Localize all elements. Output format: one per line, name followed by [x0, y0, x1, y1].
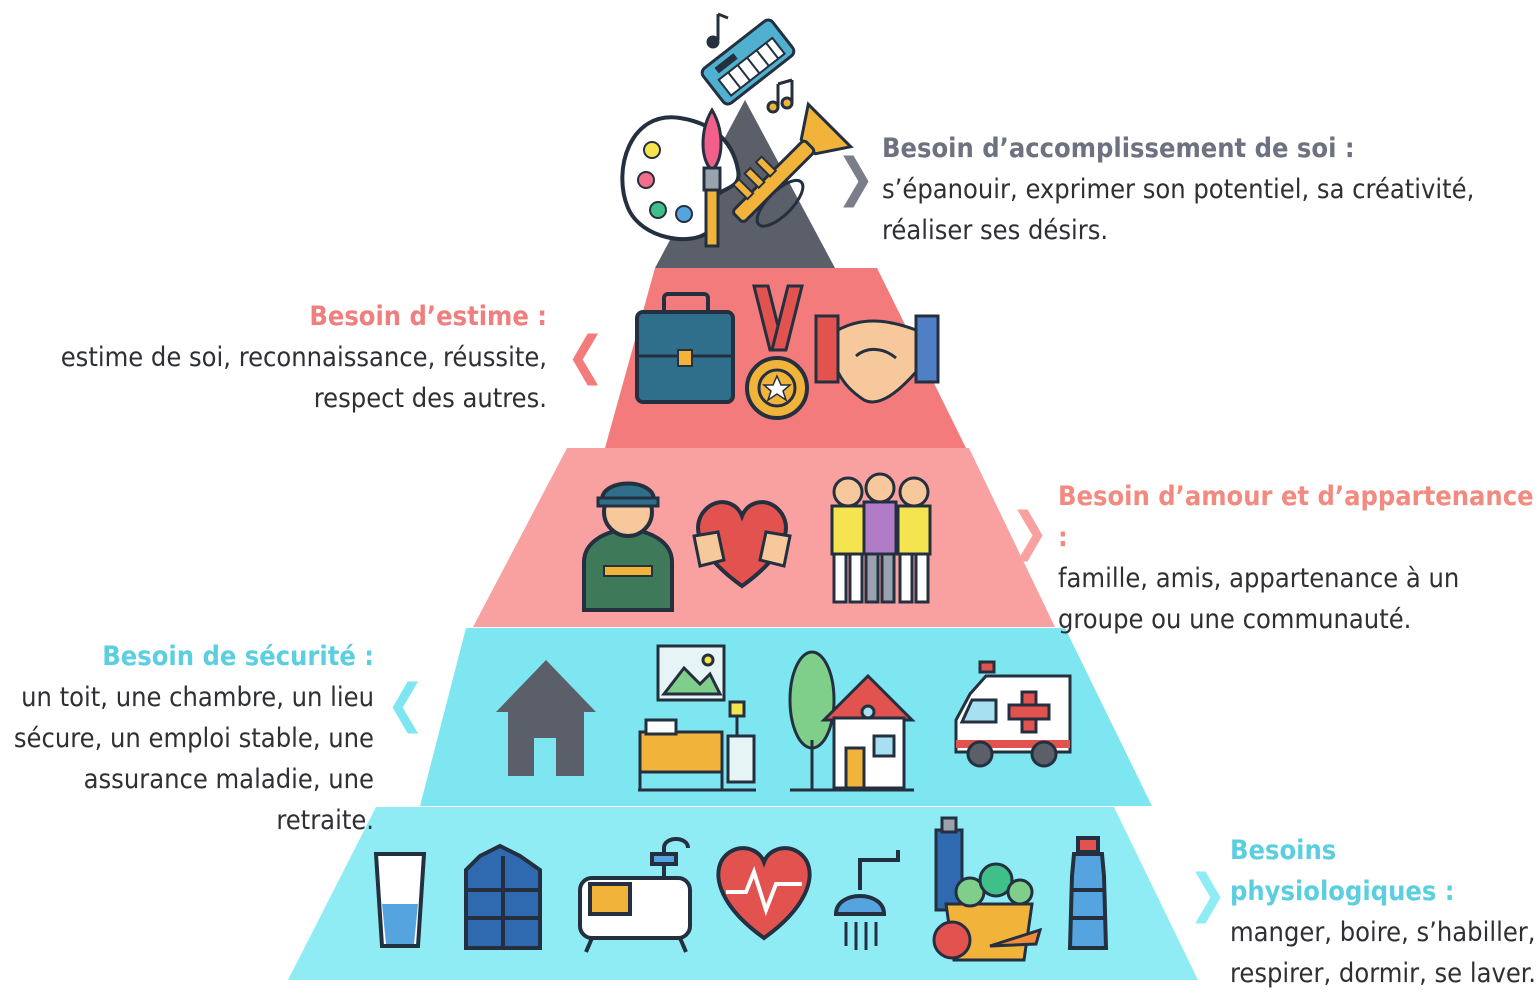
heartbeat-icon — [716, 846, 812, 941]
title-physio: Besoins physiologiques : — [1230, 835, 1455, 907]
bedroom-icon — [638, 644, 756, 792]
desc-line: s’épanouir, exprimer son potentiel, sa c… — [882, 174, 1475, 205]
chevron-left-icon: ❮ — [386, 674, 426, 734]
title-accomplissement: Besoin d’accomplissement de soi : — [882, 133, 1355, 164]
trumpet-icon — [731, 101, 854, 228]
label-amour: Besoin d’amour et d’appartenance : famil… — [1058, 476, 1537, 640]
ambulance-icon — [954, 660, 1072, 768]
chevron-right-icon: ❯ — [1188, 864, 1228, 924]
chevron-right-icon: ❯ — [836, 148, 876, 208]
desc-line: groupe ou une communauté. — [1058, 604, 1412, 635]
label-securite: Besoin de sécurité : un toit, une chambr… — [0, 636, 374, 841]
label-physio: Besoins physiologiques : manger, boire, … — [1230, 830, 1537, 994]
desc-line: sécure, un emploi stable, une — [13, 723, 374, 754]
label-estime: Besoin d’estime : estime de soi, reconna… — [61, 296, 547, 419]
handshake-icon — [814, 314, 940, 404]
desc-line: assurance maladie, une retraite. — [83, 764, 374, 836]
desc-line: respirer, dormir, se laver. — [1230, 958, 1537, 989]
groceries-icon — [932, 816, 1043, 962]
desc-line: réaliser ses désirs. — [882, 215, 1109, 246]
title-estime: Besoin d’estime : — [309, 301, 547, 332]
water-bottle-icon — [1067, 836, 1109, 950]
heart-hands-icon — [692, 500, 792, 589]
label-accomplissement: Besoin d’accomplissement de soi : s’épan… — [882, 128, 1474, 251]
home-tree-icon — [788, 650, 916, 792]
water-glass-icon — [373, 852, 427, 948]
desc-line: un toit, une chambre, un lieu — [21, 682, 374, 713]
bathtub-icon — [578, 837, 692, 953]
briefcase-icon — [635, 292, 735, 404]
medal-icon — [745, 284, 809, 420]
house-icon — [496, 660, 596, 776]
desc-line: famille, amis, appartenance à un — [1058, 563, 1460, 594]
chevron-left-icon: ❮ — [566, 326, 606, 386]
desc-line: manger, boire, s’habiller, — [1230, 917, 1536, 948]
jacket-icon — [464, 843, 542, 950]
music-note-icon — [706, 12, 729, 49]
desc-line: estime de soi, reconnaissance, réussite, — [60, 342, 547, 373]
chevron-right-icon: ❯ — [1010, 502, 1050, 562]
title-securite: Besoin de sécurité : — [102, 641, 374, 672]
paintbrush-icon — [701, 107, 723, 248]
desc-line: respect des autres. — [313, 383, 547, 414]
worker-icon — [582, 481, 674, 612]
family-icon — [830, 472, 932, 604]
keyboard-icon — [700, 18, 796, 106]
title-amour: Besoin d’amour et d’appartenance : — [1058, 481, 1534, 553]
music-note-icon — [766, 78, 794, 114]
shower-icon — [833, 850, 900, 950]
